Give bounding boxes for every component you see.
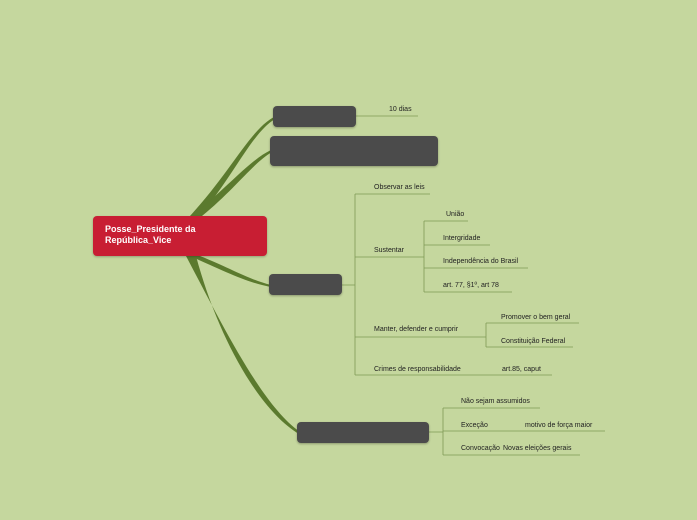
leaf-art-77[interactable]: art. 77, §1º, art 78 (443, 282, 499, 289)
leaf-observar-as-leis[interactable]: Observar as leis (374, 184, 425, 191)
leaf-crimes-de-responsabilidade[interactable]: Crimes de responsabilidade (374, 366, 461, 373)
leaf-manter-defender-e-cumprir[interactable]: Manter, defender e cumprir (374, 326, 459, 333)
leaf-art-85-caput[interactable]: art.85, caput (502, 366, 541, 373)
leaf-excecao[interactable]: Exceção (461, 422, 488, 429)
root-topic[interactable]: Posse_Presidente da República_Vice (93, 216, 267, 256)
topic-node-4[interactable] (297, 422, 429, 443)
leaf-independencia-do-brasil[interactable]: Independência do Brasil (443, 258, 519, 265)
leaf-sustentar[interactable]: Sustentar (374, 247, 404, 254)
leaf-novas-eleicoes-gerais[interactable]: Novas eleições gerais (503, 445, 572, 452)
leaf-motivo-de-forca-maior[interactable]: motivo de força maior (525, 422, 593, 429)
leaf-connector-group-4 (429, 407, 605, 456)
leaf-uniao[interactable]: União (446, 211, 465, 218)
root-topic-label: Posse_Presidente da República_Vice (105, 224, 196, 245)
branch-connector-1 (190, 117, 275, 216)
branch-connector-4 (186, 256, 300, 434)
branch-connector-2 (192, 150, 272, 216)
leaf-promover-o-bem-geral[interactable]: Promover o bem geral (501, 314, 571, 321)
leaf-connector-group-3 (342, 193, 579, 376)
leaf-convocacao[interactable]: Convocação (461, 445, 500, 452)
leaf-nao-sejam-assumidos[interactable]: Não sejam assumidos (461, 398, 530, 405)
topic-node-2[interactable] (270, 136, 438, 166)
topic-node-1[interactable] (273, 106, 356, 127)
leaf-constituicao-federal[interactable]: Constituição Federal (501, 338, 566, 345)
topic-node-3[interactable] (269, 274, 342, 295)
branch-connector-3 (190, 256, 271, 287)
leaf-intergridade[interactable]: Intergridade (443, 235, 481, 242)
leaf-10-dias[interactable]: 10 dias (389, 106, 412, 113)
